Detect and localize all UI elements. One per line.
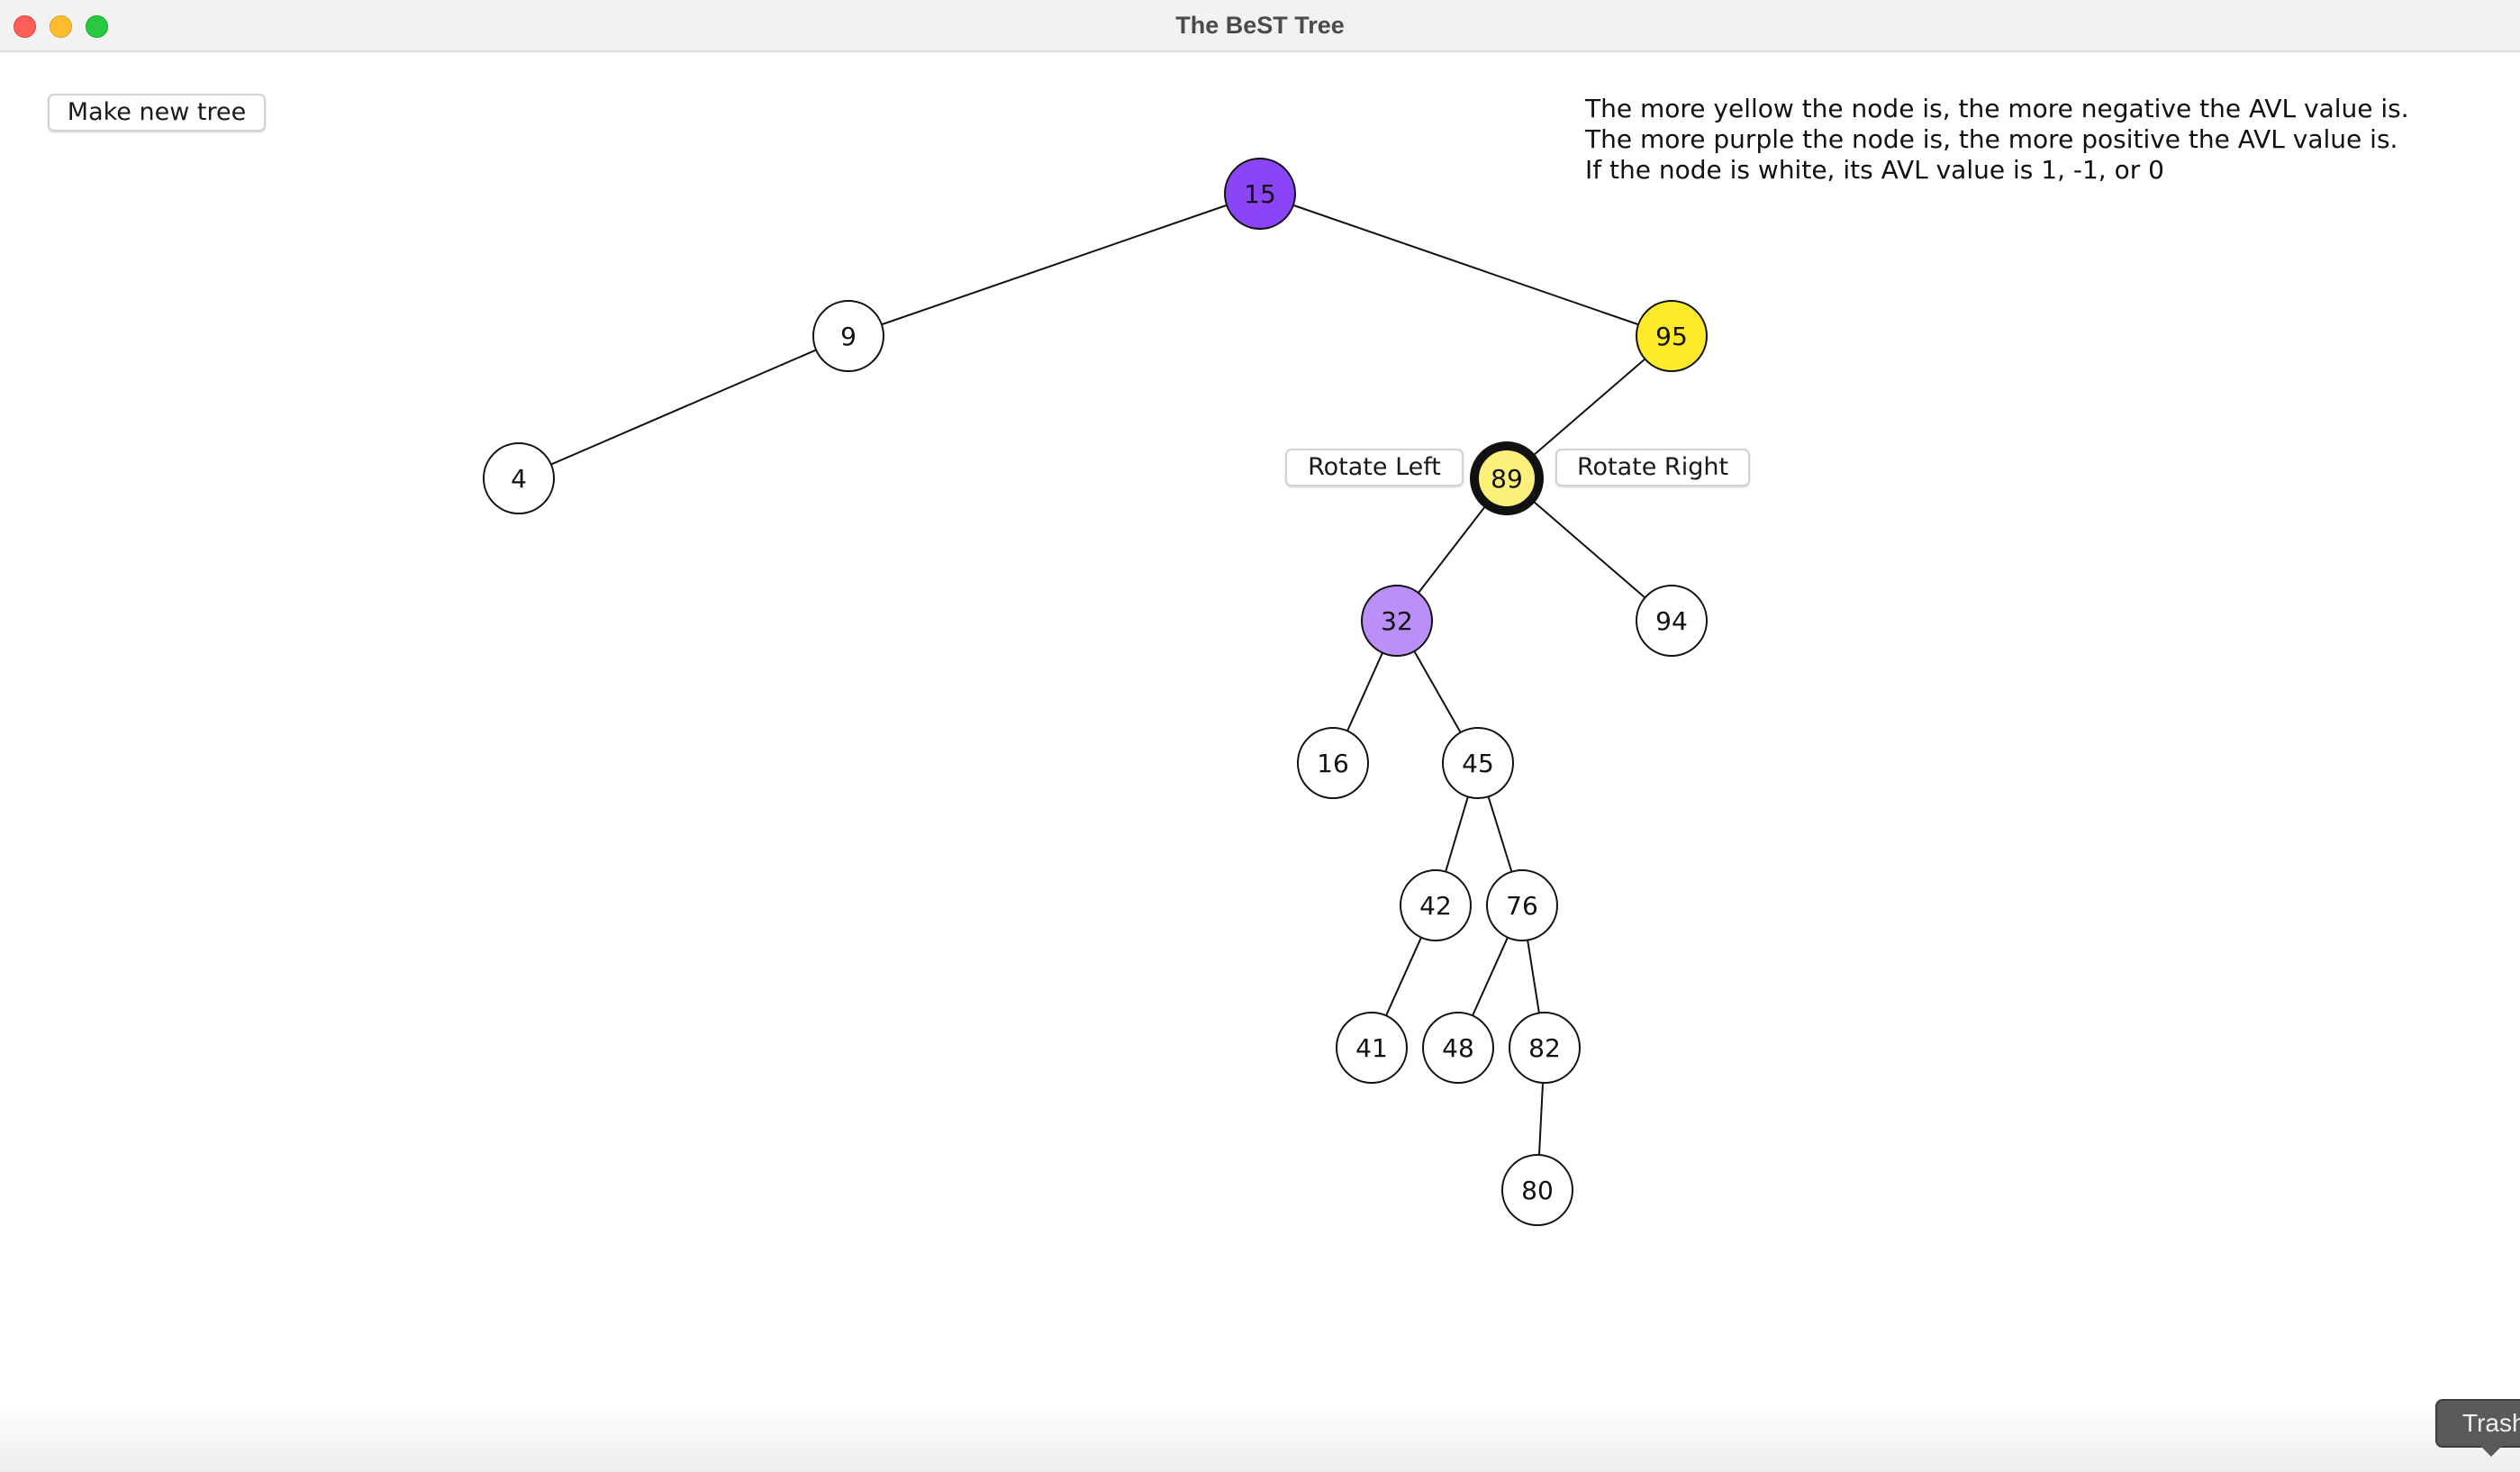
edge-42-41 (1385, 937, 1422, 1016)
tree-node-45[interactable]: 45 (1442, 727, 1514, 799)
node-value-label: 45 (1462, 749, 1494, 778)
node-value-label: 80 (1521, 1176, 1554, 1205)
node-circle[interactable] (1224, 158, 1296, 230)
node-circle[interactable] (812, 300, 884, 372)
edge-9-4 (550, 349, 817, 466)
edge-76-48 (1472, 937, 1509, 1016)
legend-line-yellow: The more yellow the node is, the more ne… (1585, 94, 2409, 123)
node-circle[interactable] (1442, 727, 1514, 799)
edge-15-9 (881, 204, 1228, 326)
tree-node-9[interactable]: 9 (812, 300, 884, 372)
node-value-label: 16 (1317, 749, 1349, 778)
tree-node-80[interactable]: 80 (1501, 1154, 1573, 1226)
tree-node-32[interactable]: 32 (1361, 585, 1433, 657)
tree-node-89[interactable]: 89 (1470, 441, 1544, 515)
avl-color-legend: The more yellow the node is, the more ne… (1585, 94, 2409, 186)
node-value-label: 9 (840, 322, 857, 351)
node-circle[interactable] (1336, 1012, 1408, 1084)
node-circle[interactable] (1400, 869, 1472, 941)
edge-89-94 (1532, 500, 1646, 599)
legend-line-purple: The more purple the node is, the more po… (1585, 124, 2398, 154)
tree-nodes: 15 9 95 4 89 32 94 16 45 42 76 41 48 82 80 (483, 158, 1708, 1226)
tree-node-95[interactable]: 95 (1636, 300, 1708, 372)
node-circle[interactable] (1470, 441, 1544, 515)
node-value-label: 42 (1419, 891, 1452, 921)
tree-edges (550, 204, 1646, 1156)
node-circle[interactable] (1501, 1154, 1573, 1226)
tree-node-15[interactable]: 15 (1224, 158, 1296, 230)
node-circle[interactable] (1509, 1012, 1581, 1084)
edge-32-45 (1413, 650, 1462, 733)
edge-45-42 (1445, 796, 1469, 872)
node-circle[interactable] (1636, 585, 1708, 657)
dock-shadow (0, 1405, 2520, 1472)
title-bar: The BeST Tree (0, 0, 2520, 52)
tree-node-16[interactable]: 16 (1297, 727, 1369, 799)
node-circle[interactable] (1486, 869, 1558, 941)
edge-95-89 (1532, 358, 1646, 457)
node-value-label: 32 (1381, 606, 1413, 636)
tooltip-arrow-icon (2480, 1446, 2502, 1457)
rotate-left-button[interactable]: Rotate Left (1285, 449, 1464, 486)
tree-node-42[interactable]: 42 (1400, 869, 1472, 941)
window-title: The BeST Tree (1175, 12, 1345, 39)
zoom-window-button[interactable] (86, 15, 108, 38)
node-value-label: 15 (1244, 179, 1276, 209)
make-new-tree-button[interactable]: Make new tree (48, 94, 266, 132)
tree-node-48[interactable]: 48 (1422, 1012, 1494, 1084)
tree-node-41[interactable]: 41 (1336, 1012, 1408, 1084)
legend-line-white: If the node is white, its AVL value is 1… (1585, 155, 2164, 185)
rotate-right-button[interactable]: Rotate Right (1555, 449, 1750, 486)
node-value-label: 76 (1506, 891, 1538, 921)
edge-89-32 (1418, 505, 1486, 594)
edge-15-95 (1292, 204, 1639, 326)
node-circle[interactable] (1422, 1012, 1494, 1084)
node-value-label: 89 (1491, 464, 1523, 494)
edge-82-80 (1537, 1082, 1545, 1156)
minimize-window-button[interactable] (50, 15, 72, 38)
edge-45-76 (1487, 795, 1513, 873)
tree-node-76[interactable]: 76 (1486, 869, 1558, 941)
node-circle[interactable] (483, 442, 555, 514)
node-value-label: 41 (1355, 1033, 1388, 1063)
edge-76-82 (1527, 940, 1540, 1013)
node-circle[interactable] (1361, 585, 1433, 657)
tree-node-82[interactable]: 82 (1509, 1012, 1581, 1084)
trash-tooltip: Trash (2435, 1399, 2520, 1448)
node-value-label: 4 (511, 464, 527, 494)
tree-node-94[interactable]: 94 (1636, 585, 1708, 657)
node-value-label: 48 (1442, 1033, 1474, 1063)
node-value-label: 82 (1528, 1033, 1561, 1063)
close-window-button[interactable] (14, 15, 36, 38)
node-circle[interactable] (1297, 727, 1369, 799)
node-value-label: 94 (1655, 606, 1688, 636)
tree-node-4[interactable]: 4 (483, 442, 555, 514)
node-circle[interactable] (1636, 300, 1708, 372)
node-value-label: 95 (1655, 322, 1688, 351)
edge-32-16 (1346, 652, 1383, 731)
